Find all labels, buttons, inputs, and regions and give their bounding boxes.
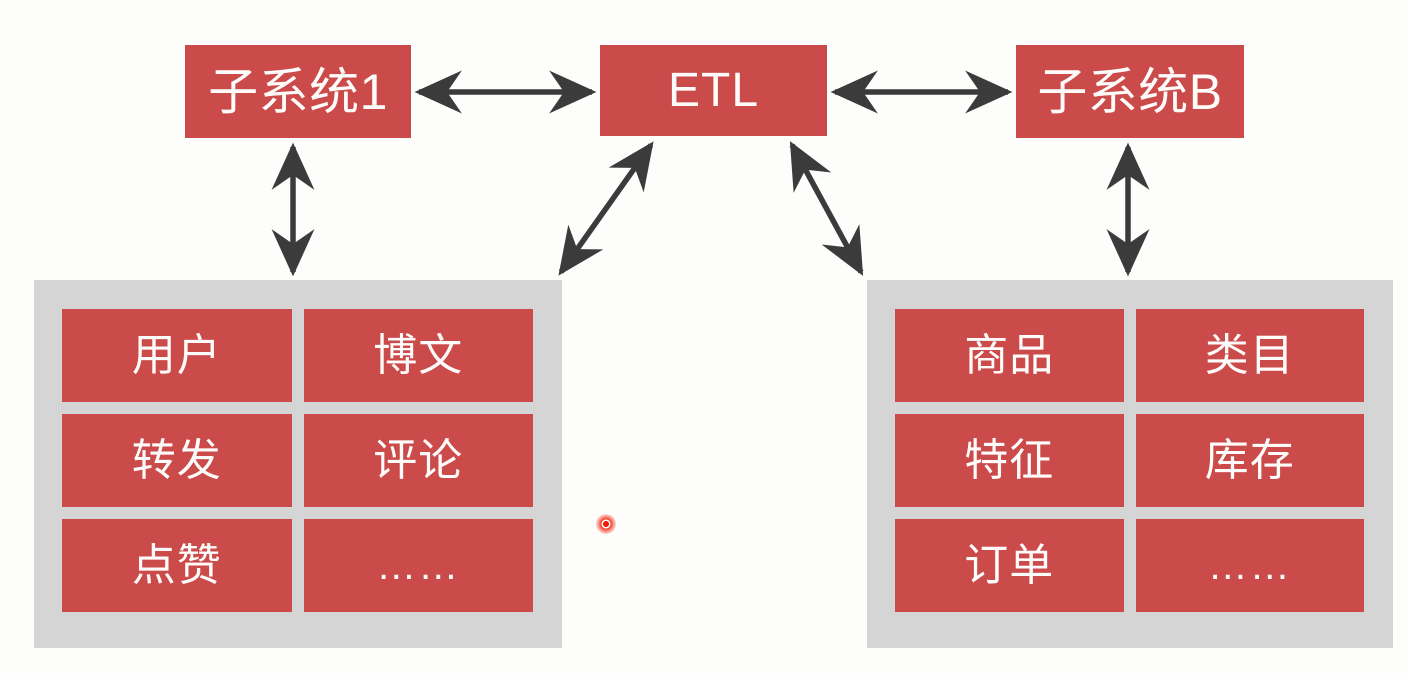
cell-like-label: 点赞 <box>131 540 222 590</box>
cell-repost-label: 转发 <box>131 435 222 485</box>
node-etl-label: ETL <box>667 63 760 117</box>
right-panel-grid: 商品 类目 特征 库存 订单 …… <box>895 309 1364 612</box>
cell-order[interactable]: 订单 <box>895 519 1124 612</box>
cell-category[interactable]: 类目 <box>1135 309 1364 402</box>
cell-left-more[interactable]: …… <box>303 519 533 612</box>
cell-right-more[interactable]: …… <box>1135 519 1364 612</box>
node-subsystem-b[interactable]: 子系统B <box>1016 45 1244 138</box>
cell-product[interactable]: 商品 <box>895 309 1124 402</box>
right-data-panel: 商品 类目 特征 库存 订单 …… <box>867 280 1393 648</box>
cell-feature[interactable]: 特征 <box>895 414 1124 507</box>
cell-category-label: 类目 <box>1204 330 1295 380</box>
cell-inventory[interactable]: 库存 <box>1135 414 1364 507</box>
cell-comment[interactable]: 评论 <box>303 414 533 507</box>
cursor-click-marker-icon <box>596 514 616 534</box>
cell-feature-label: 特征 <box>964 435 1055 485</box>
cell-comment-label: 评论 <box>373 435 464 485</box>
left-panel-grid: 用户 博文 转发 评论 点赞 …… <box>62 309 533 612</box>
connector-etl-rightpanel <box>789 141 864 276</box>
left-data-panel: 用户 博文 转发 评论 点赞 …… <box>34 280 562 648</box>
connector-etl-leftpanel <box>558 141 654 276</box>
cell-order-label: 订单 <box>964 540 1055 590</box>
node-etl[interactable]: ETL <box>600 45 827 136</box>
cell-left-more-label: …… <box>376 543 461 588</box>
cell-repost[interactable]: 转发 <box>62 414 292 507</box>
cell-right-more-label: …… <box>1207 543 1292 588</box>
cell-inventory-label: 库存 <box>1204 435 1295 485</box>
node-subsystem-1-label: 子系统1 <box>208 63 388 120</box>
cell-post-label: 博文 <box>373 330 464 380</box>
cell-user[interactable]: 用户 <box>62 309 292 402</box>
node-subsystem-1[interactable]: 子系统1 <box>185 45 411 138</box>
cell-post[interactable]: 博文 <box>303 309 533 402</box>
node-subsystem-b-label: 子系统B <box>1037 63 1223 120</box>
cell-like[interactable]: 点赞 <box>62 519 292 612</box>
cell-product-label: 商品 <box>964 330 1055 380</box>
cell-user-label: 用户 <box>131 330 222 380</box>
